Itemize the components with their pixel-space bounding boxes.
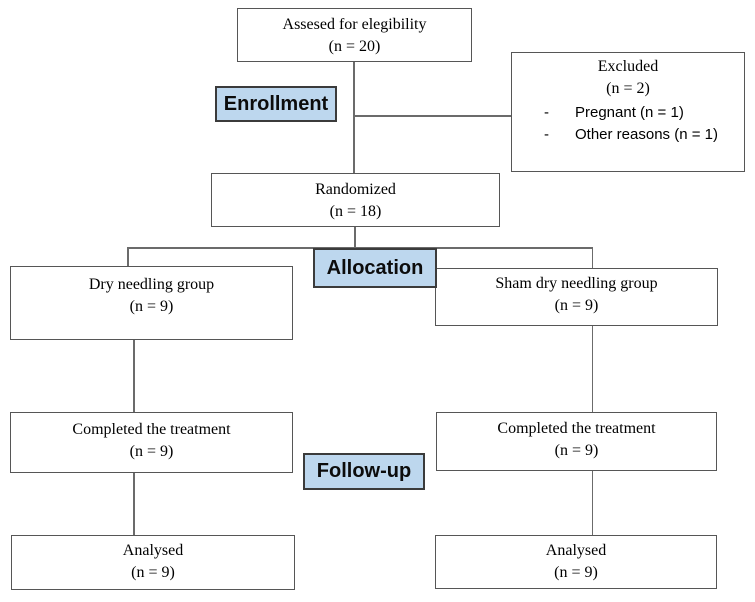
stage-enrollment: Enrollment xyxy=(215,86,337,122)
connector-assessed-randomized xyxy=(353,61,355,174)
connector-randomized-branch xyxy=(354,226,356,248)
analysed-left-count: (n = 9) xyxy=(131,564,175,581)
sham-group-label: Sham dry needling group xyxy=(495,275,658,292)
completed-right-count: (n = 9) xyxy=(554,442,599,459)
stage-followup: Follow-up xyxy=(303,453,425,490)
connector-branch-right-drop xyxy=(591,247,593,269)
bullet-dash: - xyxy=(544,126,549,143)
connector-branch-horizontal xyxy=(127,247,593,249)
dry-needling-group-box: Dry needling group (n = 9) xyxy=(10,266,293,340)
assessed-count: (n = 20) xyxy=(328,38,381,55)
dry-needling-group-count: (n = 9) xyxy=(129,298,174,315)
excluded-reason-text: Other reasons (n = 1) xyxy=(575,126,718,143)
randomized-box: Randomized (n = 18) xyxy=(211,173,500,227)
sham-group-count: (n = 9) xyxy=(554,297,599,314)
stage-allocation-label: Allocation xyxy=(326,256,424,279)
connector-completedright-analysedright xyxy=(591,470,593,536)
connector-to-excluded xyxy=(353,115,512,117)
completed-left-label: Completed the treatment xyxy=(72,421,231,438)
connector-branch-left-drop xyxy=(127,247,129,267)
randomized-count: (n = 18) xyxy=(329,203,382,220)
analysed-left-box: Analysed (n = 9) xyxy=(11,535,295,590)
excluded-reason-item: - Other reasons (n = 1) xyxy=(512,124,744,146)
completed-left-box: Completed the treatment (n = 9) xyxy=(10,412,293,473)
analysed-left-label: Analysed xyxy=(122,542,184,559)
connector-groupright-completedright xyxy=(591,325,593,413)
sham-group-box: Sham dry needling group (n = 9) xyxy=(435,268,718,326)
connector-groupleft-completedleft xyxy=(133,339,135,413)
excluded-reason-item: - Pregnant (n = 1) xyxy=(512,102,744,124)
excluded-count: (n = 2) xyxy=(606,80,650,97)
stage-followup-label: Follow-up xyxy=(316,460,412,482)
excluded-reason-text: Pregnant (n = 1) xyxy=(575,104,684,121)
completed-right-box: Completed the treatment (n = 9) xyxy=(436,412,717,471)
analysed-right-label: Analysed xyxy=(545,542,607,559)
dry-needling-group-label: Dry needling group xyxy=(88,276,215,293)
analysed-right-box: Analysed (n = 9) xyxy=(435,535,717,589)
excluded-reason-list: - Pregnant (n = 1) - Other reasons (n = … xyxy=(512,102,744,146)
assessed-box: Assesed for elegibility (n = 20) xyxy=(237,8,472,62)
analysed-right-count: (n = 9) xyxy=(554,564,598,581)
bullet-dash: - xyxy=(544,104,549,121)
connector-completedleft-analysedleft xyxy=(133,472,135,536)
completed-right-label: Completed the treatment xyxy=(497,420,656,437)
excluded-box: Excluded (n = 2) - Pregnant (n = 1) - Ot… xyxy=(511,52,745,172)
excluded-label: Excluded xyxy=(597,58,659,75)
stage-enrollment-label: Enrollment xyxy=(223,92,329,115)
assessed-label: Assesed for elegibility xyxy=(282,16,427,33)
stage-allocation: Allocation xyxy=(313,248,437,288)
completed-left-count: (n = 9) xyxy=(129,443,174,460)
randomized-label: Randomized xyxy=(315,181,396,198)
